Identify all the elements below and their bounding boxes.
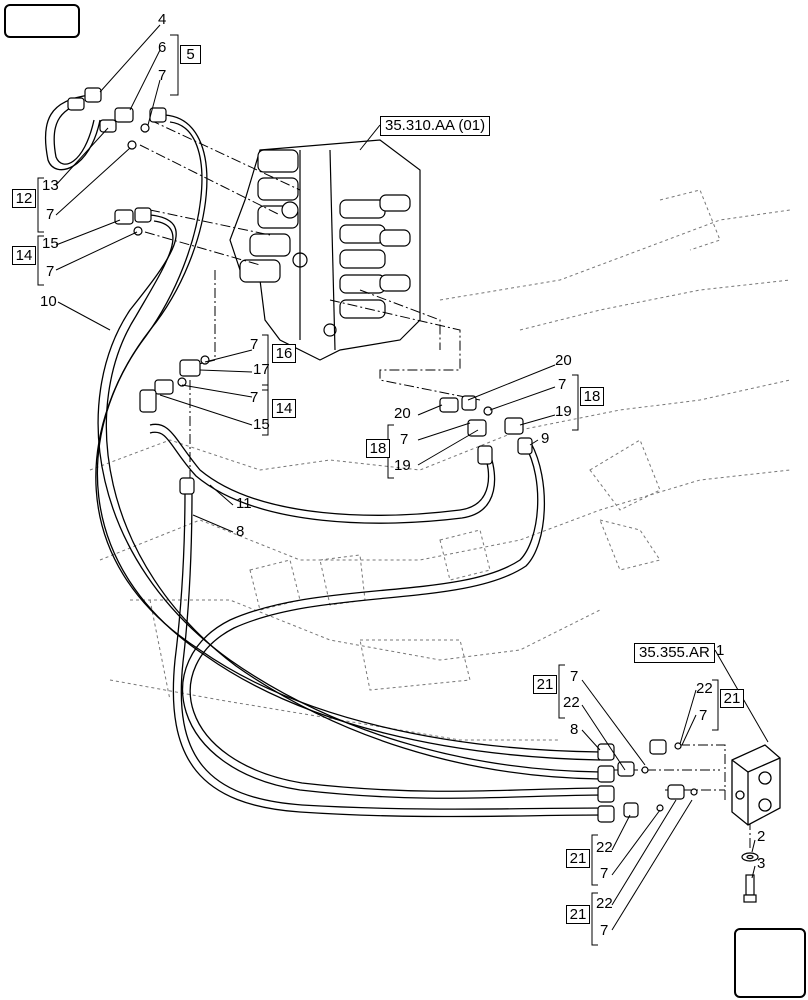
valve-reference-link[interactable]: 35.310.AA (01) bbox=[380, 116, 491, 136]
callout-7b: 7 bbox=[46, 206, 55, 223]
leader-lines bbox=[55, 24, 769, 931]
callout-4: 4 bbox=[158, 11, 167, 28]
callout-3: 3 bbox=[757, 855, 766, 872]
callout-11: 11 bbox=[236, 495, 252, 512]
callout-20a: 20 bbox=[555, 352, 572, 369]
callout-2: 2 bbox=[757, 828, 766, 845]
callout-19a: 19 bbox=[555, 403, 572, 420]
callout-13: 13 bbox=[42, 177, 59, 194]
callout-8b: 8 bbox=[570, 721, 579, 738]
background-machine-outline bbox=[89, 189, 791, 741]
callout-22c: 22 bbox=[596, 839, 613, 856]
boxed-callout-21a[interactable]: 21 bbox=[533, 675, 557, 694]
dash-dot-lines bbox=[139, 119, 751, 850]
callout-22d: 22 bbox=[596, 895, 613, 912]
callout-17: 17 bbox=[253, 361, 270, 378]
callout-19b: 19 bbox=[394, 457, 411, 474]
callout-10: 10 bbox=[40, 293, 57, 310]
callout-7e: 7 bbox=[250, 389, 259, 406]
bottom-right-nav-button[interactable] bbox=[734, 928, 806, 998]
callout-7i: 7 bbox=[699, 707, 708, 724]
callout-7j: 7 bbox=[600, 865, 609, 882]
callout-7d: 7 bbox=[250, 336, 259, 353]
boxed-callout-5[interactable]: 5 bbox=[180, 45, 201, 64]
callout-22b: 22 bbox=[696, 680, 713, 697]
callout-15: 15 bbox=[42, 235, 59, 252]
callout-22a: 22 bbox=[563, 694, 580, 711]
callout-9: 9 bbox=[541, 430, 550, 447]
boxed-callout-18b[interactable]: 18 bbox=[366, 439, 390, 458]
boxed-callout-21b[interactable]: 21 bbox=[720, 689, 744, 708]
callout-6: 6 bbox=[158, 39, 167, 56]
callout-20b: 20 bbox=[394, 405, 411, 422]
callout-7h: 7 bbox=[570, 668, 579, 685]
callout-7k: 7 bbox=[600, 922, 609, 939]
top-left-nav-button[interactable] bbox=[4, 4, 80, 38]
washer-and-bolt bbox=[741, 852, 759, 903]
manifold-block bbox=[731, 744, 781, 826]
boxed-callout-14a[interactable]: 14 bbox=[12, 246, 36, 265]
callout-7a: 7 bbox=[158, 67, 167, 84]
boxed-callout-14b[interactable]: 14 bbox=[272, 399, 296, 418]
boxed-callout-12[interactable]: 12 bbox=[12, 189, 36, 208]
block-reference-link[interactable]: 35.355.AR bbox=[634, 643, 715, 663]
boxed-callout-16[interactable]: 16 bbox=[272, 344, 296, 363]
callout-8a: 8 bbox=[236, 523, 245, 540]
fittings bbox=[67, 87, 698, 823]
boxed-callout-21d[interactable]: 21 bbox=[566, 905, 590, 924]
callout-7g: 7 bbox=[400, 431, 409, 448]
boxed-callout-18a[interactable]: 18 bbox=[580, 387, 604, 406]
control-valve-block bbox=[229, 139, 421, 361]
hoses bbox=[44, 94, 606, 818]
boxed-callout-21c[interactable]: 21 bbox=[566, 849, 590, 868]
callout-7c: 7 bbox=[46, 263, 55, 280]
callout-15b: 15 bbox=[253, 416, 270, 433]
callout-1: 1 bbox=[716, 642, 725, 659]
callout-7f: 7 bbox=[558, 376, 567, 393]
